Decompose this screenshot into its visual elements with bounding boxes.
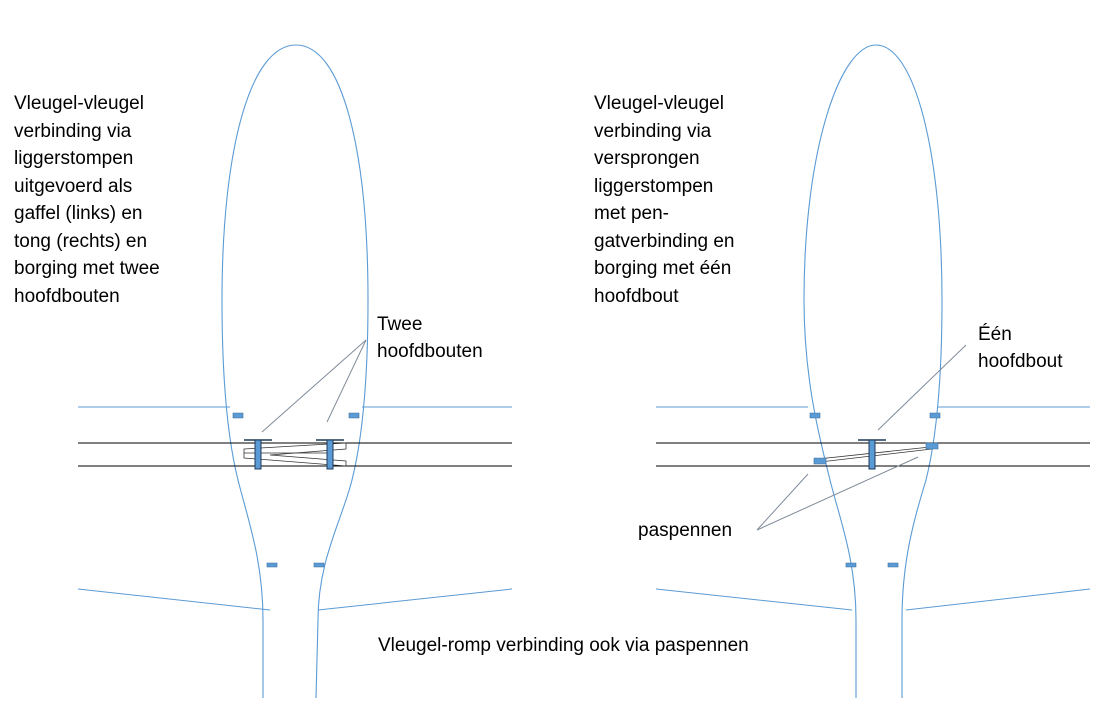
left-fuselage-pin-upper-left [232,412,244,419]
right-spar-pin-left [813,457,827,465]
right-lower-wing-left [655,588,853,611]
left-fuselage-pin-upper-right [348,412,360,419]
right-description-line: hoofdbout [594,285,679,307]
right-description: Vleugel-vleugel verbinding via versprong… [594,90,735,310]
footer-caption: Vleugel-romp verbinding ook via paspenne… [378,635,749,656]
right-fuselage-outline [803,44,943,698]
right-lower-wing-right [905,588,1091,611]
right-fuselage-pin-upper-right [929,412,941,419]
left-bolt-label: Twee hoofdbouten [377,311,483,365]
left-description-line: verbinding via [14,120,132,142]
right-main-bolt [858,439,886,470]
right-bolt-label: Één hoofdbout [978,321,1063,375]
right-fuselage-pin-upper-left [809,412,821,419]
left-description-line: gaffel (links) en [14,203,143,224]
right-description-line: gatverbinding en [594,230,735,252]
left-lower-wing-right [317,588,513,611]
right-fuselage-pin-lower-left [845,562,857,568]
left-fuselage-pin-lower-right [313,562,325,568]
left-figure [77,44,513,699]
left-bolt-leader-2 [326,339,367,423]
left-bolt-leader-1 [261,339,367,433]
right-description-line: Vleugel-vleugel [594,93,724,114]
right-bolt-label-line: Één [978,324,1012,345]
left-description-line: tong (rechts) en [14,230,148,252]
left-bolt-label-line: Twee [377,314,423,335]
right-description-line: borging met één [594,258,732,279]
left-description: Vleugel-vleugel verbinding via liggersto… [14,90,160,310]
left-main-bolt-1 [244,439,272,470]
right-bolt-label-line: hoofdbout [978,351,1063,372]
left-lower-wing-left [77,588,271,611]
left-main-bolt-2 [316,439,344,470]
right-pin-leader-1 [756,473,809,531]
left-description-line: uitgevoerd als [14,175,133,197]
right-description-line: met pen- [594,203,669,224]
right-description-line: verbinding via [594,120,712,142]
right-description-line: liggerstompen [594,175,714,197]
left-description-line: hoofdbouten [14,285,120,307]
left-description-line: liggerstompen [14,148,134,169]
left-description-line: Vleugel-vleugel [14,93,144,114]
left-fuselage-outline [221,44,369,699]
right-fuselage-pin-lower-right [887,562,899,568]
right-bolt-leader [877,344,967,431]
pin-label: paspennen [638,520,733,541]
left-description-line: borging met twee [14,258,160,279]
left-bolt-label-line: hoofdbouten [377,341,483,362]
right-description-line: versprongen [594,148,700,169]
right-spar-pin-right [925,442,939,450]
right-pin-leader-2 [756,456,919,531]
left-fuselage-pin-lower-left [266,562,278,568]
right-figure [655,44,1091,698]
